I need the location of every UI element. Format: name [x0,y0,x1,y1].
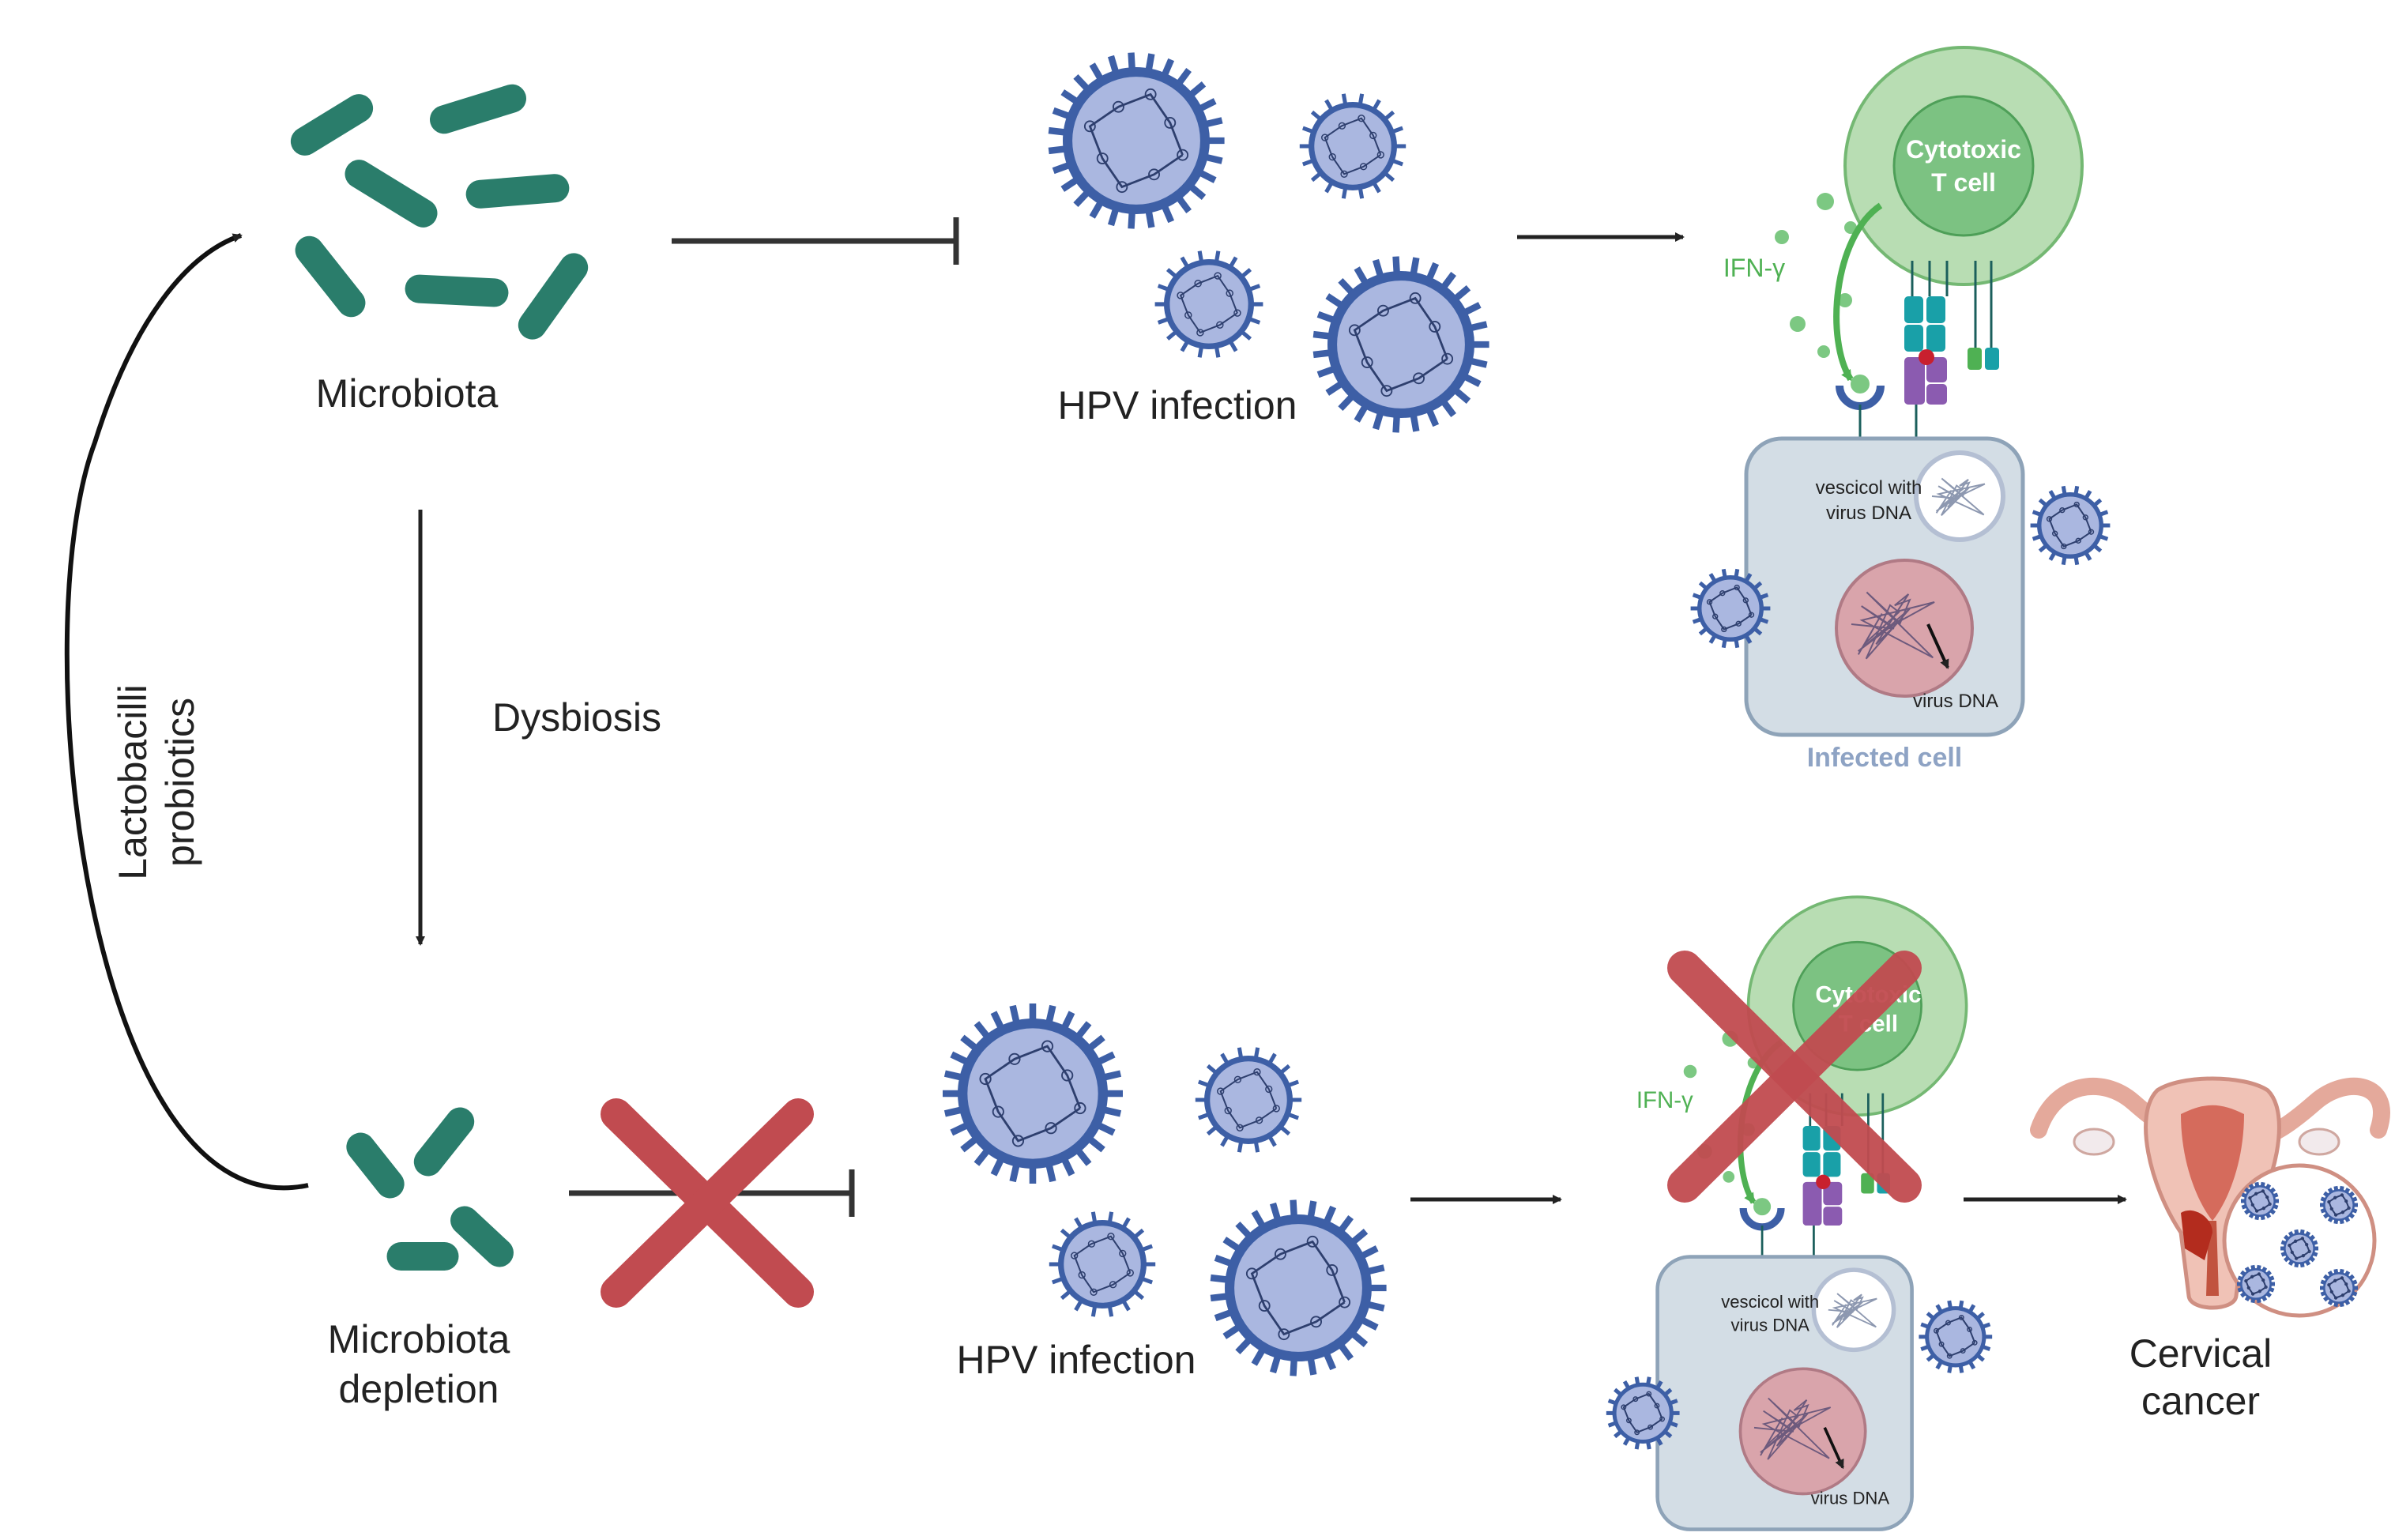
hpv-virus-group-bottom [943,1003,1387,1376]
depleted-bacterium-1 [346,1132,405,1199]
tcr-mhc-complex [1904,261,1999,442]
inhibition-arrow-top [672,217,959,265]
hpv-virion-icon [1048,52,1225,229]
hpv-virus-group-top [1048,52,1489,433]
vesicle-label-line2: virus DNA [1826,503,1911,524]
nucleus [1738,1367,1867,1496]
microbiota-bacteria-cluster [290,84,589,340]
cancer-virion-icon [2280,1229,2318,1268]
depleted-bacteria-cluster [346,1107,514,1271]
failed-immune-response-cross [1667,951,1922,1203]
cancer-virion-icon [2320,1268,2358,1308]
cervical-cancer-label-line2: cancer [2141,1379,2260,1423]
hpv-virion-icon [1312,256,1489,433]
blocked-cross-mark [601,1098,814,1308]
hpv-virion-icon [1195,1047,1302,1153]
microbiota-depletion-label-line1: Microbiota [328,1317,510,1361]
lactobacilli-label: Lactobacilli probiotics [111,684,202,879]
nucleus [1835,559,1974,698]
hpv-virion-icon [1210,1199,1387,1376]
microbiota-depletion-label-line2: depletion [339,1367,499,1411]
depleted-bacterium-2 [413,1107,475,1177]
bacterium-7 [518,253,589,340]
lactobacilli-label-line2: probiotics [158,698,202,867]
lactobacilli-restore-arrow [64,233,309,1191]
microbiota-label: Microbiota [316,371,499,416]
infected-cell-label: Infected cell [1807,743,1963,773]
lactobacilli-label-line1: Lactobacilli [111,684,155,879]
cancer-virion-icon [2237,1264,2275,1304]
t-cell-label-line2: T cell [1931,168,1996,197]
hpv-virion-icon [1606,1376,1680,1450]
vesicle-label-line2: virus DNA [1731,1315,1810,1335]
virus-dna-label: virus DNA [1913,691,1998,712]
cancer-virion-icon [2241,1181,2279,1221]
hpv-virion-icon [943,1003,1123,1184]
bacterium-5 [295,235,366,318]
infected-cell-label: Infected cell [1713,1536,1856,1540]
ifn-gamma-label: IFN-γ [1723,254,1785,282]
hpv-virion-icon [1154,250,1263,358]
ifn-gamma-label: IFN-γ [1636,1087,1693,1113]
bacterium-4 [465,174,570,209]
hpv-virion-icon [2030,485,2111,566]
virus-dna-label: virus DNA [1811,1488,1890,1508]
depleted-bacterium-4 [450,1206,514,1267]
hpv-virion-icon [1919,1300,1993,1373]
ifn-gamma-signal [1775,193,1883,382]
cervical-virus-inset [2237,1181,2358,1308]
cancer-virion-icon [2320,1185,2358,1225]
hpv-infection-label-bottom: HPV infection [957,1338,1196,1382]
hpv-virion-icon [1049,1211,1156,1317]
hpv-virion-icon [1299,93,1406,199]
bacterium-6 [405,274,509,307]
t-cell-label-line1: Cytotoxic [1906,135,2021,164]
bacterium-2 [430,84,526,134]
vesicle-label-line1: vescicol with [1721,1292,1819,1312]
bacterium-3 [345,160,438,228]
bacterium-1 [290,94,374,156]
dysbiosis-label: Dysbiosis [492,695,661,740]
cervical-cancer-label-line1: Cervical [2130,1331,2273,1376]
hpv-virion-icon [1690,568,1771,649]
vesicle-label-line1: vescicol with [1816,477,1922,499]
hpv-infection-label-top: HPV infection [1058,383,1297,427]
